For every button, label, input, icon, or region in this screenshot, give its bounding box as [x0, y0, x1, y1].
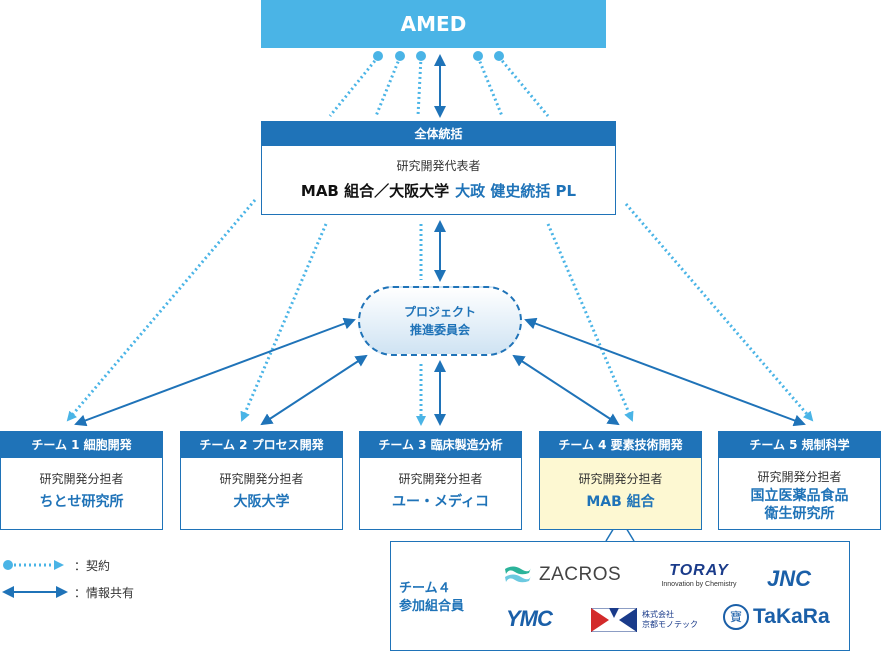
contract-line-team5 — [624, 203, 814, 422]
participants-label-line2: 参加組合員 — [399, 599, 465, 614]
amed-contract-lines — [328, 56, 550, 117]
amed-label: AMED — [400, 12, 467, 36]
takara-mark-icon: 寶 — [723, 604, 749, 630]
ymc-text: YMC — [506, 606, 553, 631]
overall-org: MAB 組合／大阪大学 — [300, 182, 450, 200]
team-3-org: ユー・メディコ — [391, 494, 490, 510]
ymc-logo: YMC — [506, 606, 553, 632]
legend-contract-label: ：契約 — [74, 559, 111, 573]
contract-line-team1 — [66, 199, 257, 422]
participants-label-line1: チーム４ — [399, 581, 451, 596]
team-1-role: 研究開発分担者 — [39, 472, 124, 486]
toray-logo: TORAY Innovation by Chemistry — [649, 562, 749, 588]
project-committee: プロジェクト 推進委員会 — [358, 286, 522, 356]
team-3-title: チーム 3 臨床製造分析 — [360, 432, 521, 458]
contract-line-amed-3 — [416, 56, 423, 117]
zacros-text: ZACROS — [539, 564, 622, 585]
committee-line1: プロジェクト — [403, 305, 476, 319]
team-5-org-line2: 衛生研究所 — [764, 506, 835, 522]
info-arrow-team2 — [260, 354, 368, 426]
overall-person: 大政 健史統括 PL — [455, 182, 577, 200]
info-arrow-team4 — [512, 354, 620, 426]
team-1-title: チーム 1 細胞開発 — [1, 432, 162, 458]
team-1-box: チーム 1 細胞開発 研究開発分担者 ちとせ研究所 — [0, 431, 163, 530]
team-1-org: ちとせ研究所 — [39, 494, 124, 510]
contract-dot-3 — [416, 51, 426, 61]
kyoto-monotech-logo: 株式会社 京都モノテック — [591, 608, 698, 632]
team-2-role: 研究開発分担者 — [219, 472, 304, 486]
committee-line2: 推進委員会 — [409, 323, 470, 337]
team-5-title: チーム 5 規制科学 — [719, 432, 880, 458]
team-4-org: MAB 組合 — [586, 494, 655, 510]
legend-contract-symbol — [3, 560, 64, 570]
team-5-role: 研究開発分担者 — [757, 470, 842, 484]
kyoto-line2: 京都モノテック — [642, 620, 698, 629]
amed-box: AMED — [261, 0, 606, 48]
team-4-participants: チーム４ 参加組合員 ZACROS TORAY Innovation by Ch… — [390, 541, 850, 651]
toray-text: TORAY — [669, 562, 729, 579]
overall-lead: MAB 組合／大阪大学大政 健史統括 PL — [262, 180, 615, 201]
contract-line-amed-5 — [497, 56, 550, 117]
team-5-org-line1: 国立医薬品食品 — [750, 488, 849, 504]
contract-dot-5 — [494, 51, 504, 61]
contract-line-amed-4 — [476, 56, 504, 117]
team-4-role: 研究開発分担者 — [578, 472, 663, 486]
contract-line-team4 — [546, 223, 634, 422]
team-4-title: チーム 4 要素技術開発 — [540, 432, 701, 458]
team-2-title: チーム 2 プロセス開発 — [181, 432, 342, 458]
zacros-mark-icon — [505, 566, 531, 583]
zacros-logo: ZACROS — [503, 564, 621, 586]
team-3-box: チーム 3 臨床製造分析 研究開発分担者 ユー・メディコ — [359, 431, 522, 530]
team-2-org: 大阪大学 — [233, 494, 290, 510]
contract-line-amed-2 — [374, 56, 402, 117]
contract-line-amed-1 — [328, 56, 380, 117]
kyoto-line1: 株式会社 — [642, 610, 674, 619]
kyoto-monotech-mark-icon — [591, 608, 637, 632]
contract-dot-1 — [373, 51, 383, 61]
overall-management-box: 全体統括 研究開発代表者 MAB 組合／大阪大学大政 健史統括 PL — [261, 121, 616, 215]
takara-text: TaKaRa — [753, 605, 830, 628]
contract-dot-2 — [395, 51, 405, 61]
toray-tagline: Innovation by Chemistry — [661, 581, 737, 588]
legend-info-label: ：情報共有 — [74, 586, 135, 600]
overall-role: 研究開発代表者 — [396, 159, 481, 173]
info-arrow-team1 — [74, 317, 356, 427]
takara-logo: 寶 TaKaRa — [723, 604, 830, 630]
overall-title: 全体統括 — [262, 122, 615, 146]
jnc-text: JNC — [767, 566, 812, 591]
team-4-box: チーム 4 要素技術開発 研究開発分担者 MAB 組合 — [539, 431, 702, 530]
team-2-box: チーム 2 プロセス開発 研究開発分担者 大阪大学 — [180, 431, 343, 530]
jnc-logo: JNC — [767, 566, 811, 592]
team-5-box: チーム 5 規制科学 研究開発分担者 国立医薬品食品 衛生研究所 — [718, 431, 881, 530]
team-3-role: 研究開発分担者 — [398, 472, 483, 486]
participants-label: チーム４ 参加組合員 — [399, 580, 464, 616]
contract-dot-4 — [473, 51, 483, 61]
info-arrow-team5 — [524, 317, 806, 427]
